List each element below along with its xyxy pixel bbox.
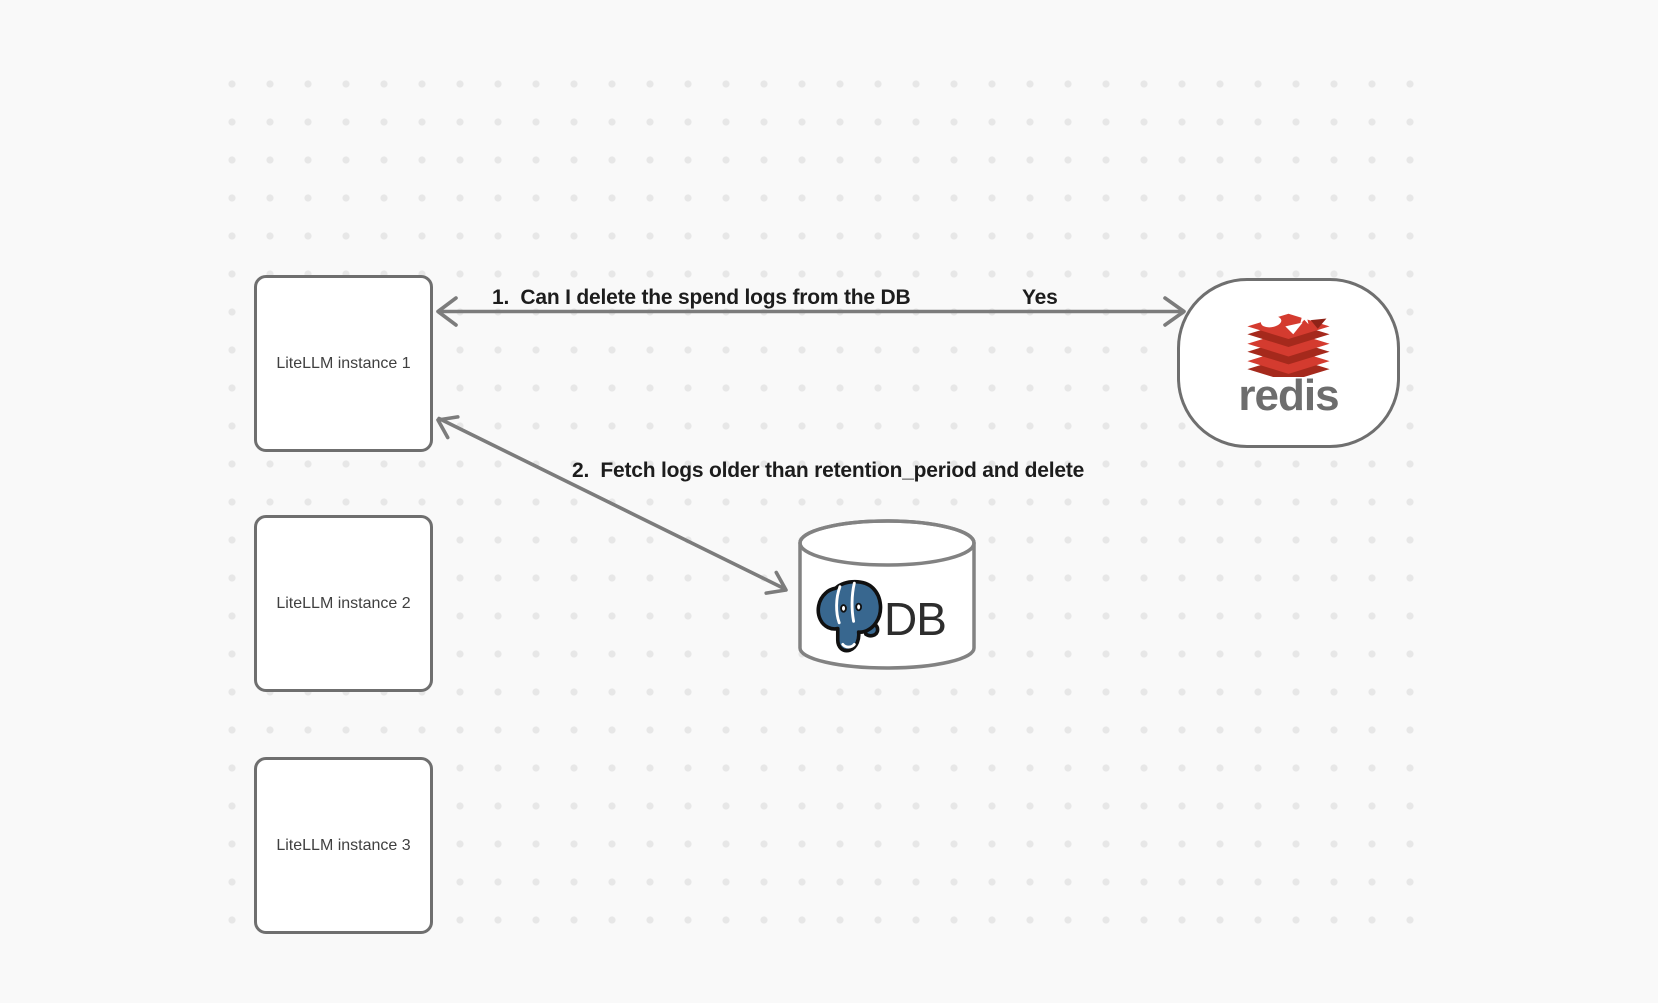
database-label: DB — [884, 593, 947, 645]
postgresql-elephant-icon — [816, 579, 883, 653]
edge-label-2: 2. Fetch logs older than retention_perio… — [572, 459, 1085, 482]
node-database: DB — [798, 518, 976, 672]
node-litellm-instance-3: LiteLLM instance 3 — [254, 757, 433, 934]
node-litellm-instance-1-label: LiteLLM instance 1 — [276, 354, 411, 372]
node-redis: redis — [1177, 278, 1400, 448]
redis-wordmark: redis — [1238, 370, 1339, 420]
node-litellm-instance-1: LiteLLM instance 1 — [254, 275, 433, 452]
redis-logo-icon — [1247, 309, 1330, 377]
node-litellm-instance-2-label: LiteLLM instance 2 — [276, 594, 411, 612]
edge-label-1: 1. Can I delete the spend logs from the … — [492, 286, 911, 309]
node-litellm-instance-3-label: LiteLLM instance 3 — [276, 836, 411, 854]
edge-response-yes: Yes — [1022, 286, 1058, 309]
node-litellm-instance-2: LiteLLM instance 2 — [254, 515, 433, 692]
